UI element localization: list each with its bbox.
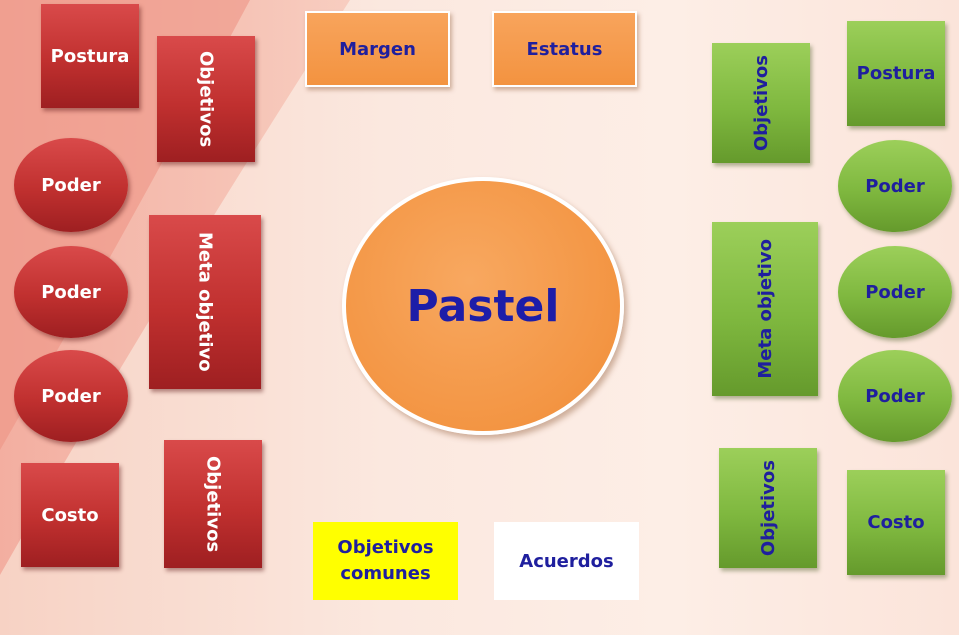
left-poder-1-circle: Poder	[14, 138, 128, 232]
left-objetivos-top-box: Objetivos	[157, 36, 255, 162]
margen-box: Margen	[305, 11, 450, 87]
left-poder-3-circle: Poder	[14, 350, 128, 442]
left-objetivos-bottom-label: Objetivos	[202, 455, 224, 553]
right-costo-box: Costo	[847, 470, 945, 575]
left-poder-2-label: Poder	[41, 281, 101, 303]
left-poder-2-circle: Poder	[14, 246, 128, 338]
right-poder-1-label: Poder	[865, 175, 925, 197]
right-objetivos-bottom-label: Objetivos	[757, 459, 779, 557]
left-postura-box: Postura	[41, 4, 139, 108]
margen-label: Margen	[339, 38, 416, 60]
right-objetivos-top-label: Objetivos	[750, 54, 772, 152]
right-postura-label: Postura	[856, 63, 936, 84]
right-poder-2-label: Poder	[865, 281, 925, 303]
right-poder-1-circle: Poder	[838, 140, 952, 232]
left-poder-3-label: Poder	[41, 385, 101, 407]
right-meta-objetivo-box: Meta objetivo	[712, 222, 818, 396]
right-meta-objetivo-label: Meta objetivo	[754, 239, 776, 379]
left-postura-label: Postura	[50, 45, 130, 67]
left-costo-box: Costo	[21, 463, 119, 567]
left-poder-1-label: Poder	[41, 174, 101, 196]
left-costo-label: Costo	[41, 504, 99, 526]
right-objetivos-top-box: Objetivos	[712, 43, 810, 163]
left-meta-objetivo-box: Meta objetivo	[149, 215, 261, 389]
right-poder-3-label: Poder	[865, 385, 925, 407]
objetivos-comunes-box: Objetivos comunes	[313, 522, 458, 600]
right-poder-2-circle: Poder	[838, 246, 952, 338]
right-postura-box: Postura	[847, 21, 945, 126]
estatus-box: Estatus	[492, 11, 637, 87]
right-objetivos-bottom-box: Objetivos	[719, 448, 817, 568]
right-costo-label: Costo	[867, 512, 925, 533]
acuerdos-label: Acuerdos	[519, 550, 614, 572]
left-objetivos-top-label: Objetivos	[195, 50, 217, 148]
acuerdos-box: Acuerdos	[494, 522, 639, 600]
left-meta-objetivo-label: Meta objetivo	[194, 232, 216, 372]
pastel-label: Pastel	[406, 280, 560, 332]
estatus-label: Estatus	[526, 38, 603, 60]
objetivos-comunes-line2: comunes	[340, 563, 431, 584]
objetivos-comunes-line1: Objetivos	[337, 536, 434, 558]
pastel-circle: Pastel	[342, 177, 624, 435]
left-objetivos-bottom-box: Objetivos	[164, 440, 262, 568]
right-poder-3-circle: Poder	[838, 350, 952, 442]
